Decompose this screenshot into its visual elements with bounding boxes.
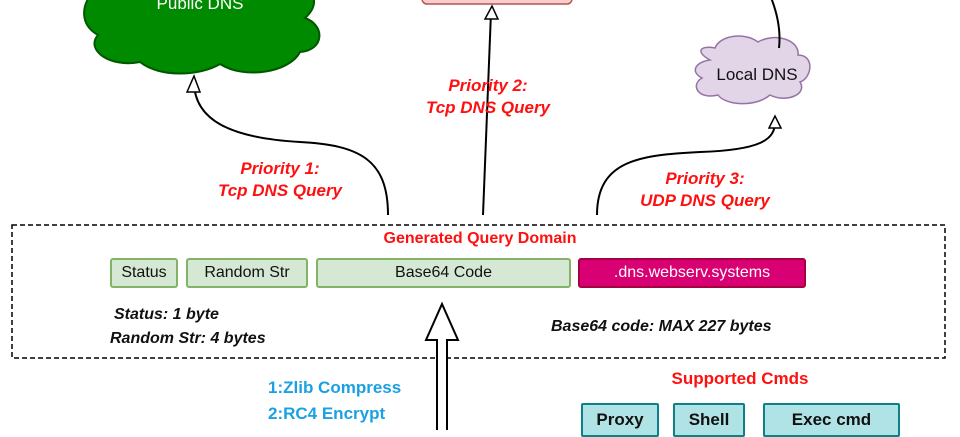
priority-2-label: Priority 2: Tcp DNS Query — [393, 75, 583, 119]
priority-1-title: Priority 1: — [240, 159, 320, 178]
note-status: Status: 1 byte — [114, 306, 219, 323]
priority-1-arrowhead — [185, 74, 202, 93]
query-domain-container — [11, 224, 946, 359]
priority-1-label: Priority 1: Tcp DNS Query — [185, 158, 375, 202]
cmd-shell: Shell — [673, 403, 745, 437]
public-dns-cloud — [83, 0, 321, 75]
priority-3-label: Priority 3: UDP DNS Query — [600, 168, 810, 212]
cmd-exec: Exec cmd — [763, 403, 900, 437]
priority-1-subtitle: Tcp DNS Query — [217, 181, 343, 200]
public-dns-label: Public DNS — [156, 0, 244, 13]
note-random-str: Random Str: 4 bytes — [110, 330, 266, 347]
step-rc4-encrypt: 2:RC4 Encrypt — [268, 404, 386, 423]
priority-3-subtitle: UDP DNS Query — [640, 191, 770, 210]
top-center-box — [421, 0, 573, 5]
priority-3-arrowhead — [767, 114, 783, 129]
priority-2-arrow — [482, 11, 492, 216]
priority-2-arrowhead — [483, 4, 500, 20]
priority-3-title: Priority 3: — [665, 169, 745, 188]
query-domain-title: Generated Query Domain — [383, 230, 577, 247]
note-base64: Base64 code: MAX 227 bytes — [551, 318, 772, 335]
field-status: Status — [110, 258, 178, 288]
field-base64-code: Base64 Code — [316, 258, 571, 288]
cmd-proxy: Proxy — [581, 403, 659, 437]
local-dns-cloud — [694, 35, 811, 105]
priority-3-arrow — [596, 121, 776, 216]
local-dns-label: Local DNS — [716, 65, 798, 84]
field-random-str: Random Str — [186, 258, 308, 288]
field-domain-suffix: .dns.webserv.systems — [578, 258, 806, 288]
priority-1-arrow — [193, 82, 389, 216]
supported-cmds-title: Supported Cmds — [671, 369, 809, 388]
priority-2-subtitle: Tcp DNS Query — [425, 98, 551, 117]
input-up-arrow — [424, 301, 460, 430]
step-zlib-compress: 1:Zlib Compress — [268, 378, 402, 397]
local-dns-uplink — [770, 0, 781, 49]
priority-2-title: Priority 2: — [448, 76, 528, 95]
